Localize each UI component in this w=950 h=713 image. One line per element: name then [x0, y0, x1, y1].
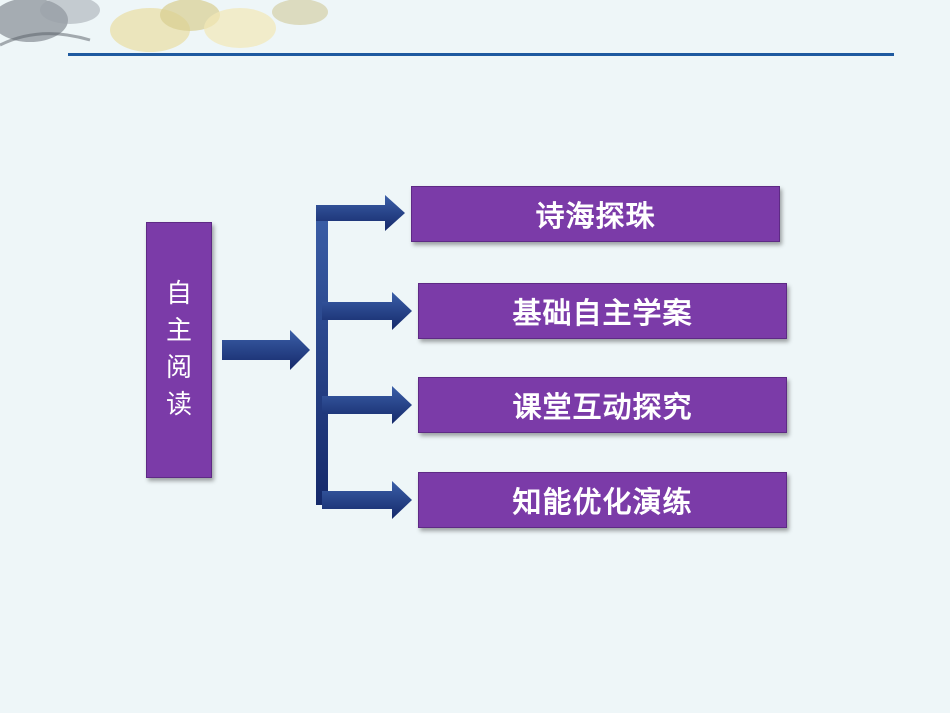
trunk-line: [316, 205, 328, 505]
main-arrow: [222, 330, 310, 370]
root-node: 自 主 阅 读: [146, 222, 212, 478]
branch-box-practice[interactable]: 知能优化演练: [418, 472, 787, 528]
root-char: 自: [165, 279, 192, 309]
root-char: 阅: [165, 353, 192, 383]
branch-label: 课堂互动探究: [512, 390, 693, 424]
branch-arrow: [322, 292, 412, 330]
branch-label: 诗海探珠: [535, 199, 656, 233]
branch-label: 知能优化演练: [512, 485, 693, 519]
flower-corner-decoration-icon: [0, 0, 328, 52]
header-divider: [68, 53, 894, 56]
branch-box-poetry[interactable]: 诗海探珠: [411, 186, 780, 242]
root-char: 主: [165, 316, 192, 346]
branch-box-classroom[interactable]: 课堂互动探究: [418, 377, 787, 433]
branch-box-basic-study[interactable]: 基础自主学案: [418, 283, 787, 339]
branch-arrow: [322, 386, 412, 424]
root-char: 读: [165, 390, 192, 420]
branch-label: 基础自主学案: [512, 296, 693, 330]
branch-arrow: [316, 195, 405, 231]
branch-arrow: [322, 481, 412, 519]
